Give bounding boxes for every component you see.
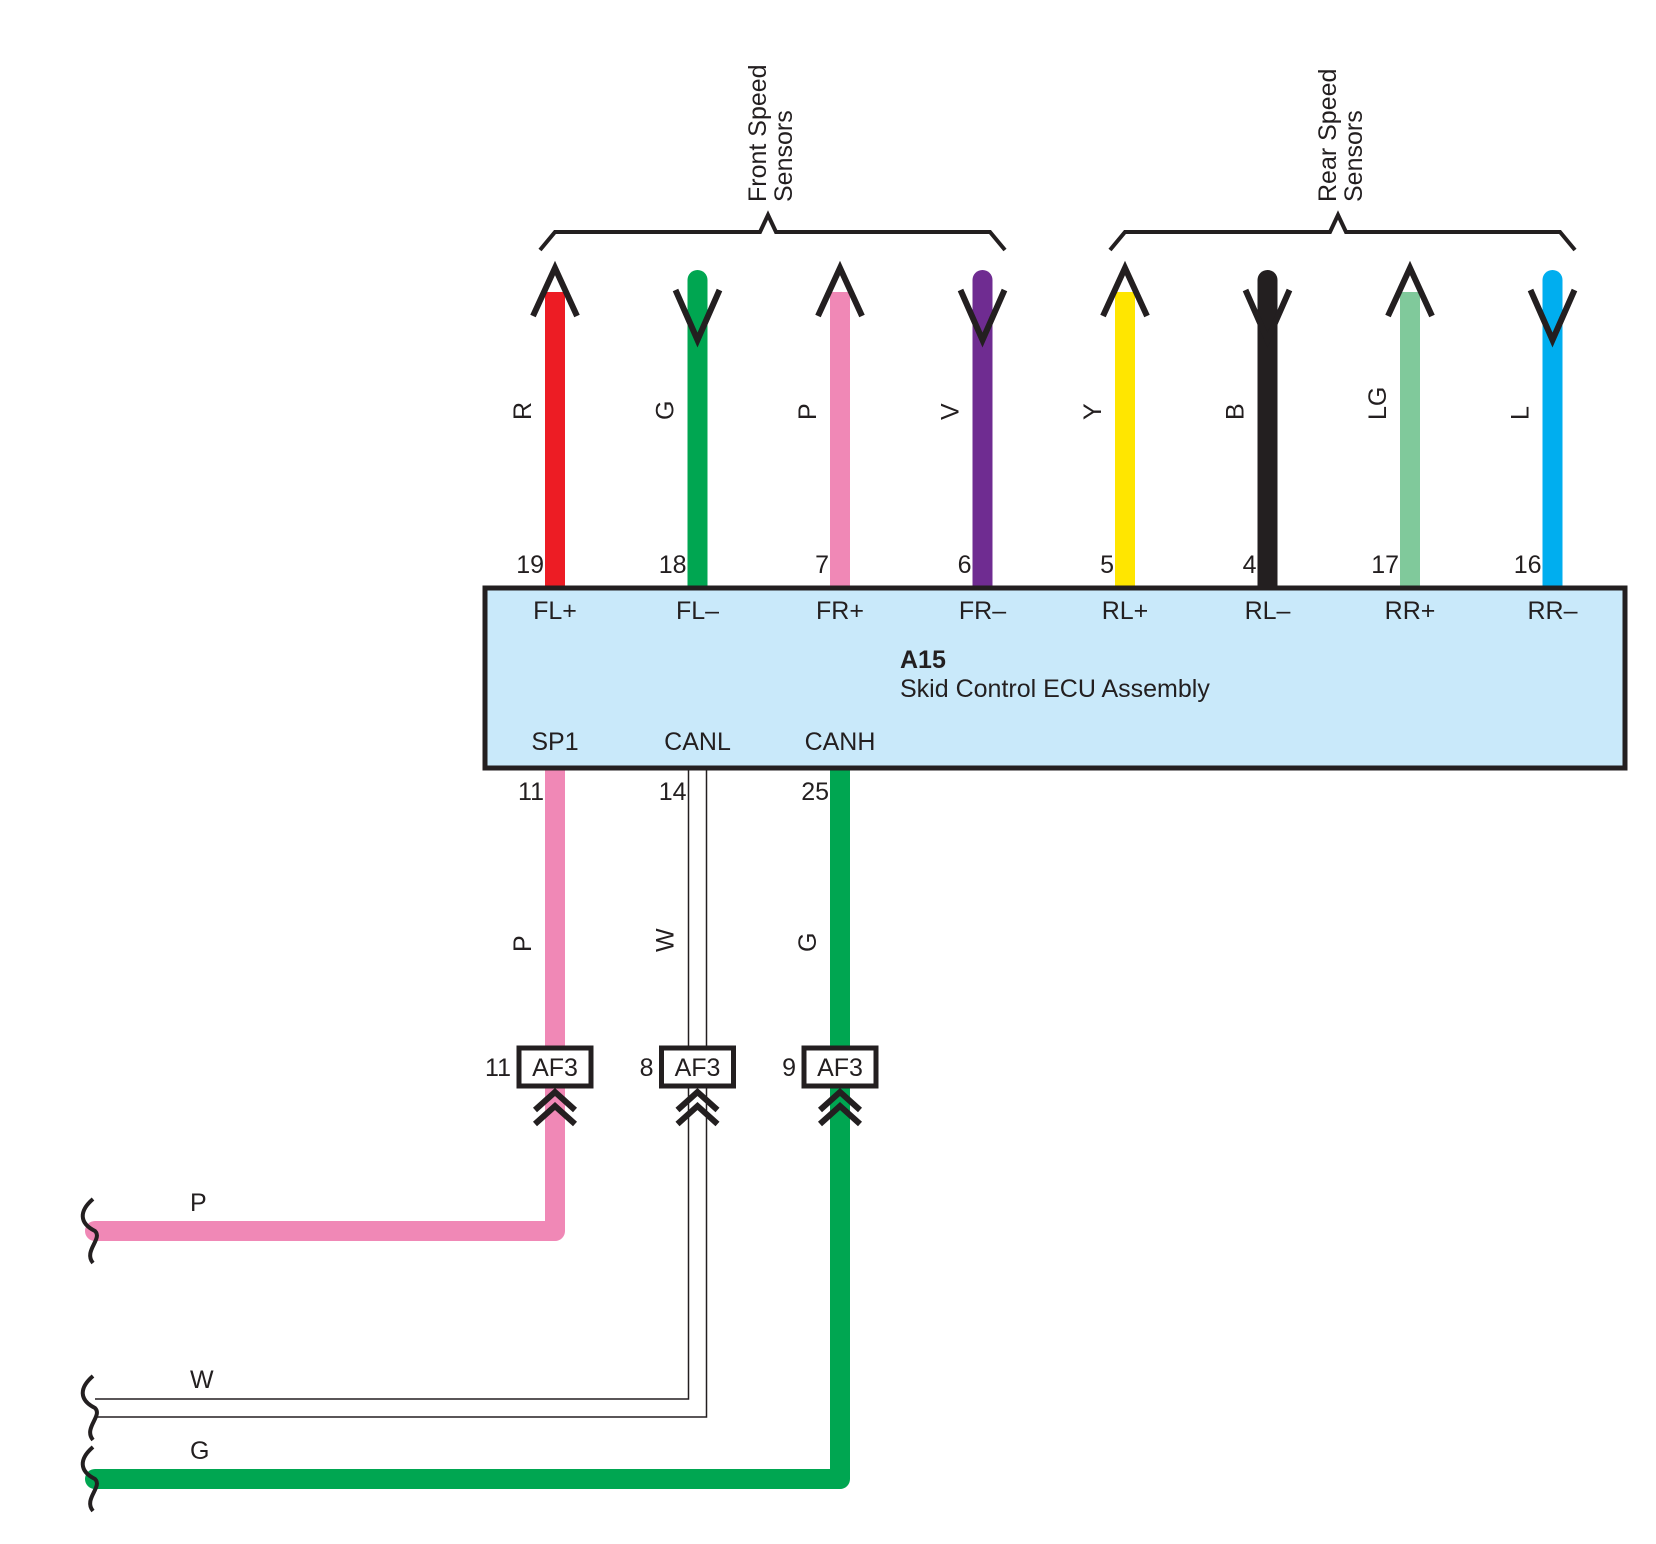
pin-number: 18 xyxy=(659,551,687,579)
ecu-signal-labels: FL+ FL– FR+ FR– RL+ RL– RR+ RR– SP1 CANL CANH xyxy=(531,597,1577,756)
connector-box xyxy=(659,1045,736,1089)
top-wire-RL+: Y5 xyxy=(1079,260,1150,588)
ecu-box: A15 Skid Control ECU Assembly xyxy=(482,585,1628,771)
top-wire-FL+: R 19 xyxy=(509,260,580,588)
wire-color-code: R xyxy=(509,402,537,420)
arrow-up-icon xyxy=(1385,260,1435,318)
wire-RR+ xyxy=(1400,292,1420,588)
top-wire-RR–: L 16 xyxy=(1507,270,1578,598)
connector-pin-number: 8 xyxy=(640,1054,654,1082)
ecu-id: A15 xyxy=(900,646,946,674)
signal-label-RR+: RR+ xyxy=(1385,597,1436,625)
pin-number: 7 xyxy=(815,551,829,579)
signal-label-FL–: FL– xyxy=(676,597,719,625)
signal-label-RL+: RL+ xyxy=(1102,597,1149,625)
signal-label-CANH: CANH xyxy=(805,728,876,756)
wire-color-code: W xyxy=(652,928,680,952)
connector-chevron-icon xyxy=(817,1101,863,1127)
signal-label-RR–: RR– xyxy=(1527,597,1577,625)
wire-break-icon xyxy=(80,1445,99,1513)
top-wire-FR–: V6 xyxy=(937,270,1008,598)
wire-RL+ xyxy=(1115,292,1135,588)
wire-color-code: P xyxy=(794,403,822,420)
wire-color-code: V xyxy=(937,403,965,420)
signal-label-FR+: FR+ xyxy=(816,597,864,625)
group-label-rear-line2: Sensors xyxy=(1340,110,1368,202)
wire-FR+ xyxy=(830,292,850,588)
top-wire-FR+: P7 xyxy=(794,260,865,588)
wire-end-label: P xyxy=(190,1189,207,1217)
connector-chevron-icon xyxy=(675,1101,720,1127)
group-brace-rear: Rear Speed Sensors xyxy=(1108,69,1577,252)
arrow-down-icon xyxy=(1242,288,1293,348)
connector-chevron-icon xyxy=(532,1087,578,1113)
signal-label-RL–: RL– xyxy=(1245,597,1291,625)
connector-id: AF3 xyxy=(532,1054,578,1082)
wire-color-code: LG xyxy=(1364,387,1392,420)
wire-CANL xyxy=(95,1088,690,1400)
pin-number: 4 xyxy=(1243,551,1257,579)
pin-number: 6 xyxy=(958,551,972,579)
group-label-rear-line1: Rear Speed xyxy=(1314,69,1342,202)
wire-FL+ xyxy=(545,292,565,588)
connector-box xyxy=(516,1045,594,1089)
wire-color-code: G xyxy=(652,401,680,420)
wire-color-code: Y xyxy=(1079,403,1107,420)
group-label-front-line1: Front Speed xyxy=(744,64,772,202)
arrow-up-icon xyxy=(530,260,580,318)
wire-SP1 xyxy=(85,1078,565,1241)
pin-number: 14 xyxy=(659,778,687,806)
signal-label-FL+: FL+ xyxy=(533,597,577,625)
top-wire-RL–: B4 xyxy=(1222,270,1293,598)
connector-pin-number: 9 xyxy=(782,1054,796,1082)
arrow-down-icon xyxy=(957,288,1008,348)
connector-box xyxy=(801,1045,879,1089)
wire-end-label: W xyxy=(190,1366,214,1394)
pin-number: 17 xyxy=(1371,551,1399,579)
signal-label-FR–: FR– xyxy=(959,597,1006,625)
connector-id: AF3 xyxy=(817,1054,863,1082)
connector-chevron-icon xyxy=(532,1101,578,1127)
arrow-up-icon xyxy=(1100,260,1150,318)
arrow-down-icon xyxy=(1527,288,1578,348)
pin-number: 16 xyxy=(1514,551,1542,579)
wire-break-icon xyxy=(80,1374,99,1442)
arrow-up-icon xyxy=(815,260,865,318)
signal-label-SP1: SP1 xyxy=(531,728,578,756)
connector-id: AF3 xyxy=(675,1054,721,1082)
connector-chevron-icon xyxy=(675,1087,720,1113)
group-brace-front: Front Speed Sensors xyxy=(538,64,1007,252)
wire-end-label: G xyxy=(190,1437,209,1465)
wire-color-code: P xyxy=(509,935,537,952)
connector-chevron-icon xyxy=(817,1087,863,1113)
arrow-down-icon xyxy=(672,288,723,348)
wire-CANH xyxy=(85,1078,850,1489)
connector-pin-number: 11 xyxy=(485,1054,511,1082)
pin-number: 19 xyxy=(516,551,544,579)
top-wire-FL–: G 18 xyxy=(652,270,723,598)
pin-number: 25 xyxy=(801,778,829,806)
wire-color-code: G xyxy=(794,933,822,952)
signal-label-CANL: CANL xyxy=(664,728,731,756)
wire-CANL xyxy=(95,1088,708,1418)
wire-break-icon xyxy=(80,1197,99,1265)
pin-number: 5 xyxy=(1100,551,1114,579)
group-label-front-line2: Sensors xyxy=(770,110,798,202)
top-wire-RR+: LG 17 xyxy=(1364,260,1435,588)
pin-number: 11 xyxy=(518,778,544,806)
ecu-name: Skid Control ECU Assembly xyxy=(900,675,1210,703)
wire-color-code: B xyxy=(1222,403,1250,420)
wire-color-code: L xyxy=(1507,406,1535,420)
